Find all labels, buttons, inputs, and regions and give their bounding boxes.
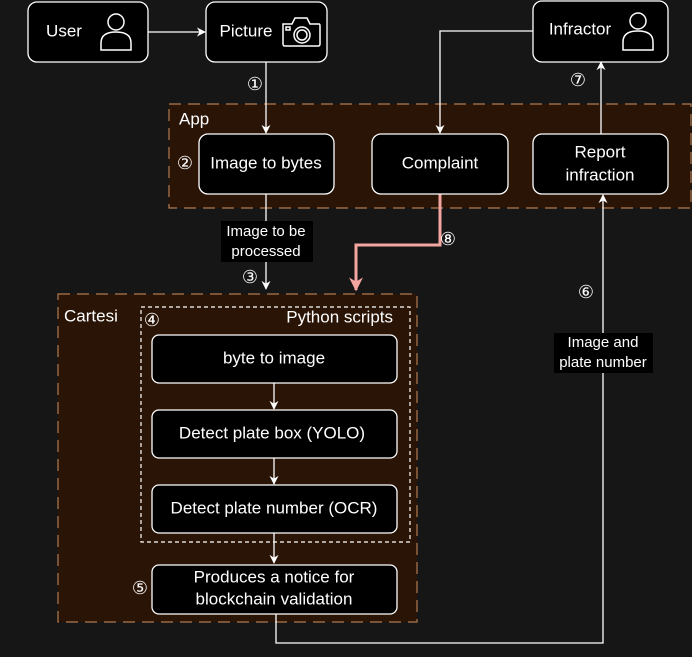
edge-label-bg: [221, 221, 313, 262]
complaint-label: Complaint: [402, 153, 479, 172]
report-infraction-label-line1: Report: [574, 142, 625, 161]
infractor-node: [532, 0, 669, 63]
step-5-marker: ⑤: [132, 578, 148, 598]
step-6-marker: ⑥: [578, 282, 594, 302]
report-infraction-label-line2: infraction: [566, 165, 635, 184]
detect-plate-box-node: [151, 409, 398, 459]
produces-notice-label-line1: Produces a notice for: [194, 567, 355, 586]
user-node: [27, 1, 149, 63]
step-3-marker: ③: [242, 267, 258, 287]
arrow-infractor-to-complaint: [435, 30, 533, 134]
python-scripts-label: Python scripts: [286, 307, 393, 326]
edge-label-image-to-be-processed-line2: processed: [231, 243, 300, 260]
infractor-label: Infractor: [549, 19, 612, 38]
edge-label-image-and-plate-line2: plate number: [559, 354, 647, 371]
detect-plate-number-label: Detect plate number (OCR): [171, 498, 378, 517]
edge-label-bg: [554, 333, 653, 373]
picture-label: Picture: [220, 21, 273, 40]
app-zone-label: App: [179, 109, 209, 128]
step-1-marker: ①: [247, 74, 263, 94]
step-2-marker: ②: [177, 153, 193, 173]
image-to-bytes-label: Image to bytes: [210, 153, 322, 172]
user-label: User: [46, 21, 82, 40]
step-4-marker: ④: [144, 310, 160, 330]
detect-plate-box-label: Detect plate box (YOLO): [179, 423, 365, 442]
arrow-complaint-to-cartesi: [349, 194, 442, 292]
produces-notice-label-line2: blockchain validation: [196, 589, 353, 608]
arrow-notice-to-report: [275, 194, 608, 644]
produces-notice-node: [151, 564, 398, 615]
complaint-node: [371, 133, 509, 195]
byte-to-image-node: [151, 334, 398, 384]
cartesi-zone-label: Cartesi: [64, 306, 118, 325]
picture-node: [205, 1, 328, 63]
python-scripts-group: [140, 306, 411, 543]
person-icon: [100, 13, 132, 51]
image-to-bytes-node: [198, 133, 335, 195]
edge-label-image-and-plate-line1: Image and: [568, 334, 639, 351]
byte-to-image-label: byte to image: [223, 348, 325, 367]
person-icon: [622, 12, 654, 51]
step-8-marker: ⑧: [440, 229, 456, 249]
detect-plate-number-node: [151, 484, 398, 534]
report-infraction-node: [532, 133, 669, 195]
camera-icon: [282, 17, 321, 47]
edge-label-image-to-be-processed-line1: Image to be: [226, 223, 305, 240]
step-7-marker: ⑦: [570, 70, 586, 90]
